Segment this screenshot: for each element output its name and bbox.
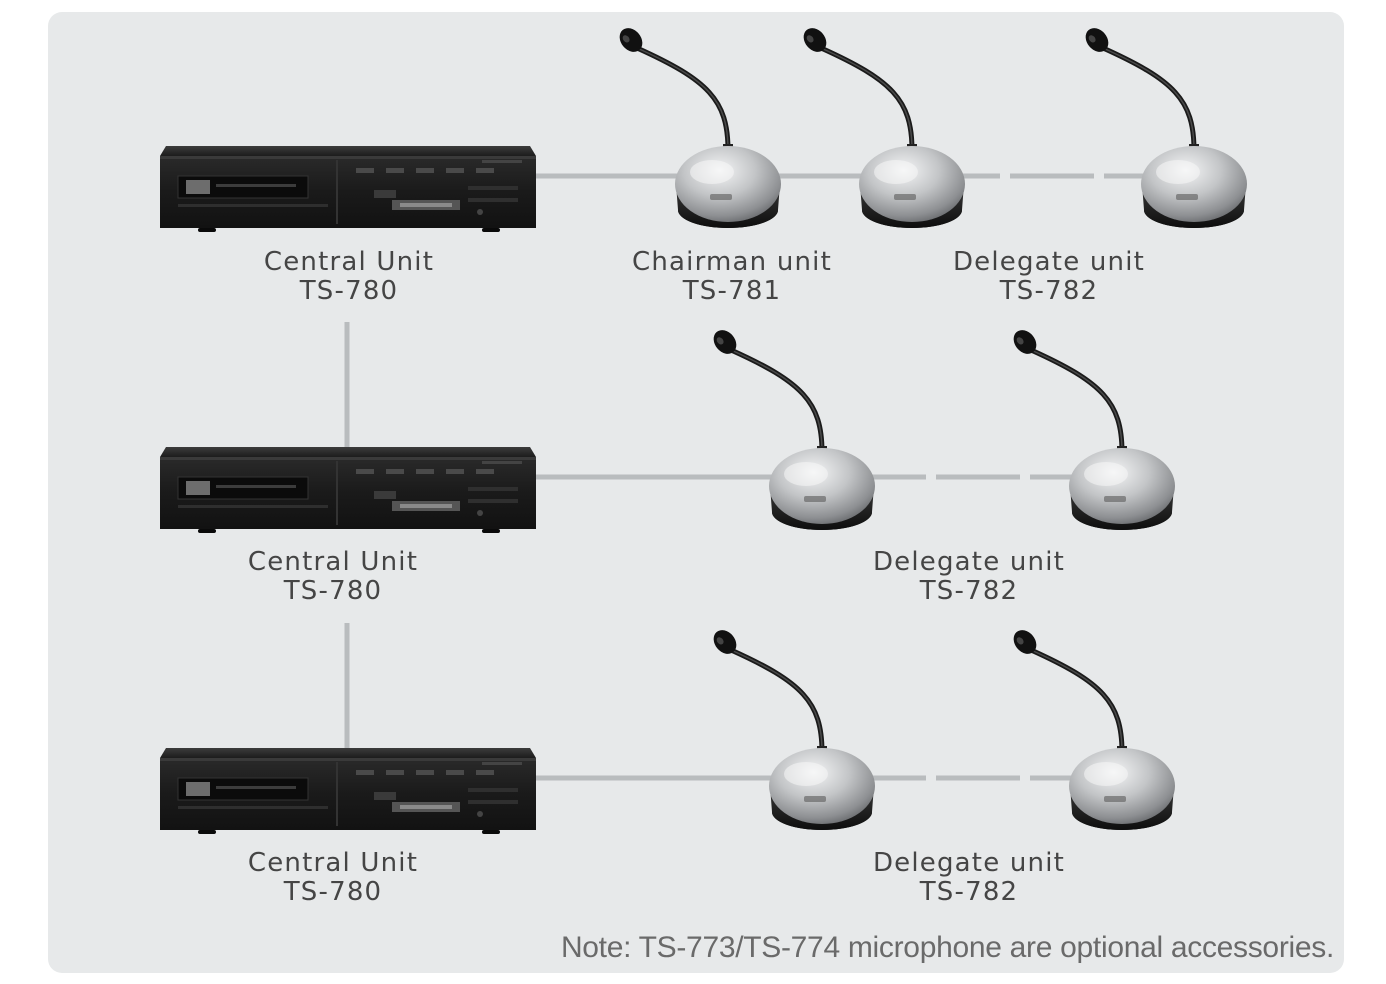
- central-unit-icon: [160, 146, 536, 232]
- chairman-unit-name: Chairman unit: [632, 247, 832, 277]
- central-unit-label-3: Central Unit TS-780: [173, 849, 493, 907]
- central-unit-label-2: Central Unit TS-780: [173, 548, 493, 606]
- microphone-icon: [713, 330, 875, 530]
- continuation-dots: [938, 173, 1092, 781]
- central-units: [160, 146, 536, 834]
- microphone-icon: [1085, 28, 1247, 228]
- chairman-unit-label: Chairman unit TS-781: [572, 248, 892, 306]
- microphones: [619, 28, 1247, 830]
- delegate-unit-label-2: Delegate unit TS-782: [809, 548, 1129, 606]
- microphone-icon: [1013, 630, 1175, 830]
- central-unit-icon: [160, 447, 536, 533]
- microphone-icon: [619, 28, 781, 228]
- delegate-unit-model: TS-782: [999, 276, 1099, 306]
- central-unit-icon: [160, 748, 536, 834]
- delegate-unit-name: Delegate unit: [952, 247, 1146, 277]
- delegate-unit-name: Delegate unit: [872, 547, 1066, 577]
- accessories-note: Note: TS-773/TS-774 microphone are optio…: [560, 931, 1334, 964]
- central-unit-name: Central Unit: [247, 547, 419, 577]
- central-unit-name: Central Unit: [247, 848, 419, 878]
- microphone-icon: [1013, 330, 1175, 530]
- chairman-unit-model: TS-781: [682, 276, 782, 306]
- microphone-icon: [803, 28, 965, 228]
- delegate-unit-model: TS-782: [919, 576, 1019, 606]
- microphone-icon: [713, 630, 875, 830]
- central-unit-model: TS-780: [283, 576, 383, 606]
- central-unit-label-1: Central Unit TS-780: [189, 248, 509, 306]
- delegate-unit-label-1: Delegate unit TS-782: [889, 248, 1209, 306]
- central-unit-name: Central Unit: [263, 247, 435, 277]
- delegate-unit-name: Delegate unit: [872, 848, 1066, 878]
- delegate-unit-model: TS-782: [919, 877, 1019, 907]
- central-unit-model: TS-780: [283, 877, 383, 907]
- delegate-unit-label-3: Delegate unit TS-782: [809, 849, 1129, 907]
- central-unit-model: TS-780: [299, 276, 399, 306]
